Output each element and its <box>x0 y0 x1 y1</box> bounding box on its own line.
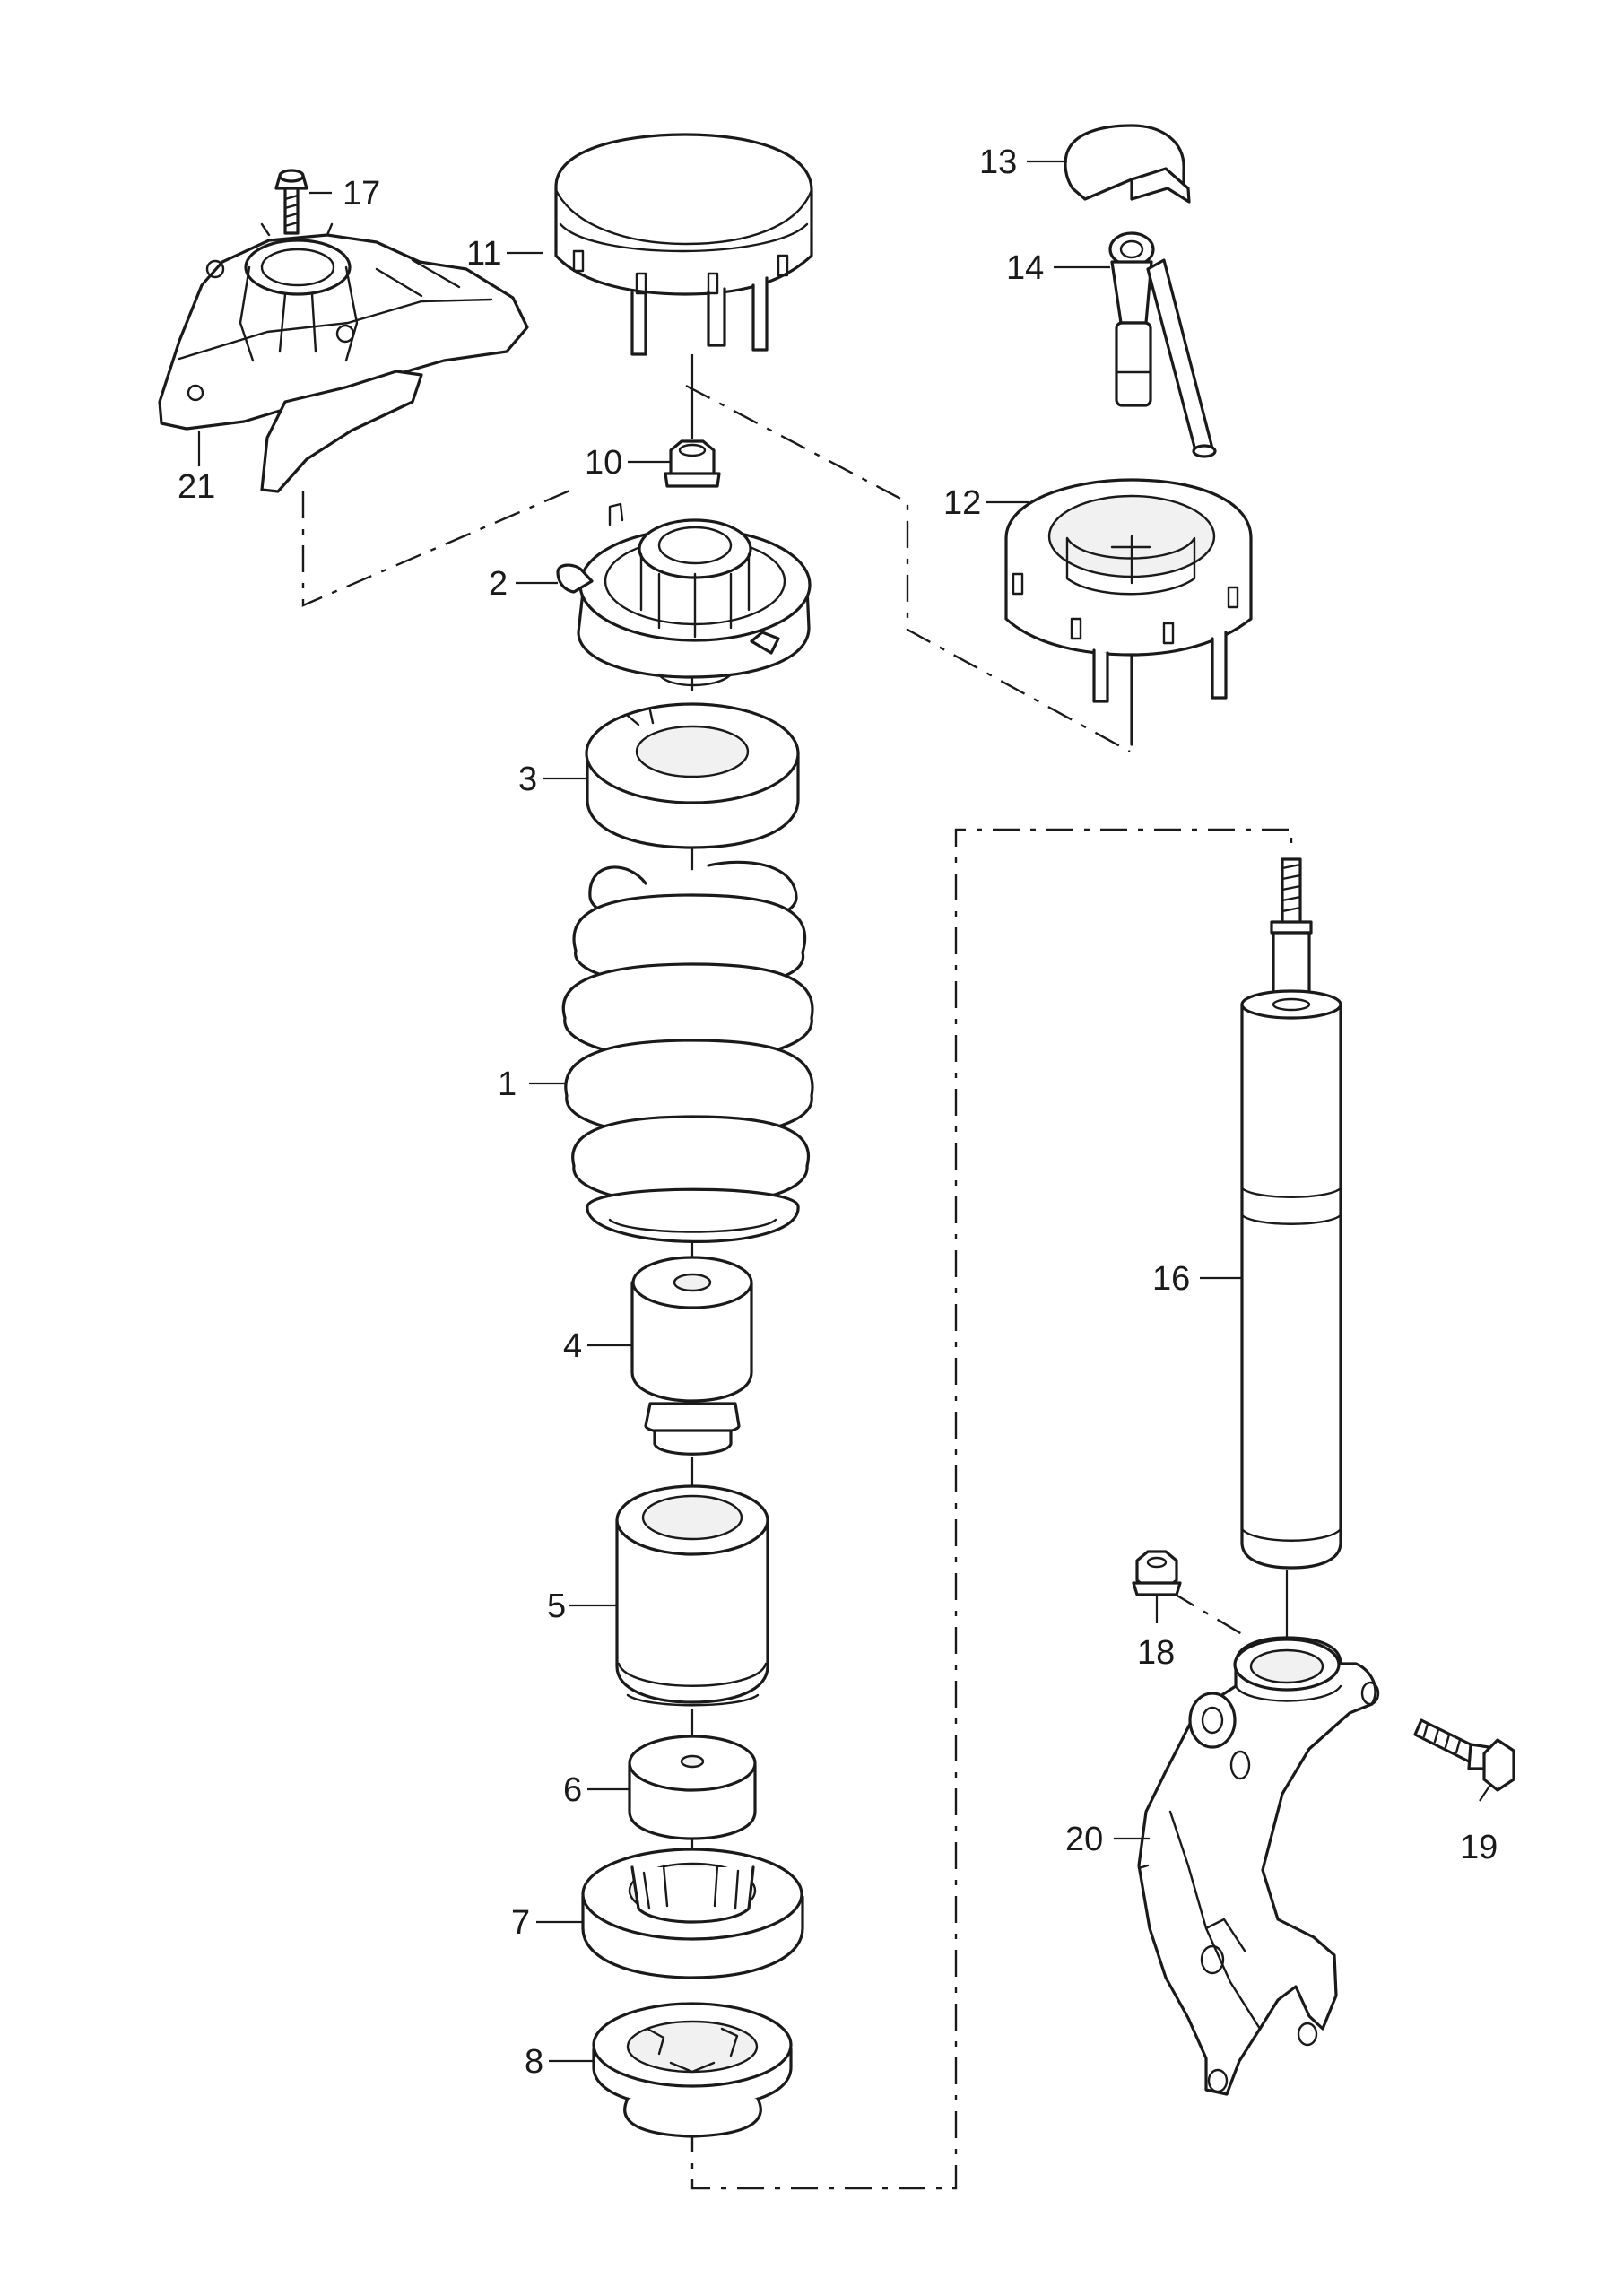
callout-3: 3 <box>518 761 537 798</box>
callout-6: 6 <box>563 1771 582 1809</box>
callout-18: 19 <box>1460 1829 1498 1866</box>
callout-19: 17 <box>343 175 380 213</box>
callout-2: 2 <box>489 565 508 603</box>
protective-sleeve <box>615 1484 769 1707</box>
callout-12: 12 <box>943 484 981 522</box>
buffer <box>628 1735 757 1840</box>
callout-13: 13 <box>979 144 1017 181</box>
cover-cap-with-opening <box>1004 478 1253 746</box>
callout-21: 21 <box>178 468 215 506</box>
self-locking-nut <box>664 439 721 488</box>
upper-spring-seat-pad <box>585 702 800 849</box>
fork <box>1137 1636 1380 2096</box>
relation-dash-lines <box>301 384 1293 2190</box>
strut-mount <box>556 502 812 687</box>
callout-17: 18 <box>1137 1634 1175 1672</box>
callout-7: 7 <box>511 1904 530 1942</box>
spring-plate <box>592 2002 793 2138</box>
callout-labels: 17 11 13 14 21 10 12 2 3 1 4 16 18 5 6 2… <box>178 144 1498 2081</box>
cap-13 <box>1064 124 1191 204</box>
callout-14: 14 <box>1006 249 1044 287</box>
leader-lines <box>197 160 1491 2063</box>
callout-11: 11 <box>466 235 501 273</box>
callout-20: 20 <box>1065 1821 1103 1858</box>
suspension-turret <box>158 222 529 493</box>
callout-8: 8 <box>525 2043 543 2081</box>
callout-5: 5 <box>547 1587 566 1625</box>
callout-4: 4 <box>563 1327 582 1365</box>
nut-17 <box>1132 1550 1182 1596</box>
bolt-19 <box>274 169 308 235</box>
callout-16: 16 <box>1152 1260 1190 1298</box>
callout-1: 1 <box>498 1065 517 1103</box>
callout-10: 10 <box>585 444 622 482</box>
lower-spring-seat <box>581 1848 804 1979</box>
special-tool-wrench <box>1108 231 1217 458</box>
bump-stop <box>630 1256 753 1456</box>
shock-absorber <box>1240 857 1342 1570</box>
bolt-18 <box>1413 1718 1515 1792</box>
cover-cap <box>554 133 813 356</box>
coil-spring <box>561 860 814 1243</box>
